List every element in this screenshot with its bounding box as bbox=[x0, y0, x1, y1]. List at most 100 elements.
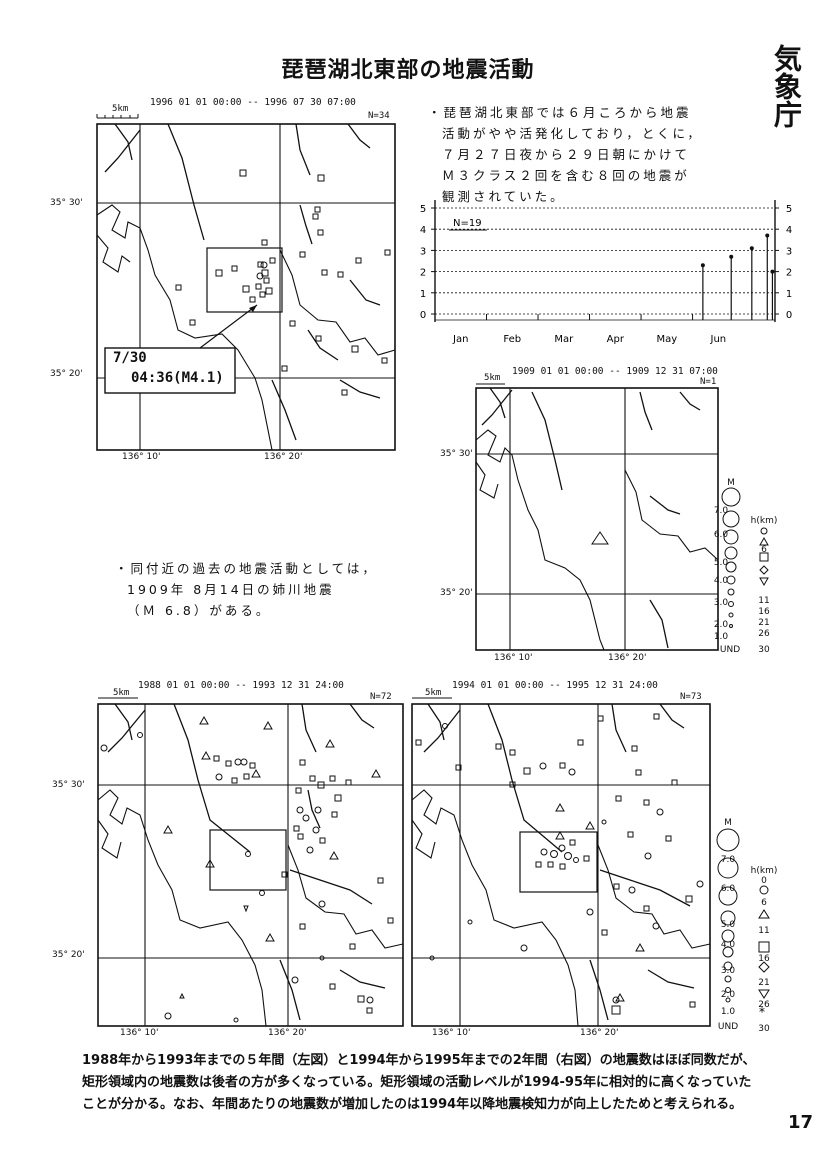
map-left-frame bbox=[97, 703, 404, 1027]
note-recent-line: 観測されていた。 bbox=[442, 189, 566, 204]
legend-lower-h-value: 16 bbox=[758, 954, 770, 964]
note-past-line: ・同付近の過去の地震活動としては， bbox=[115, 561, 378, 576]
chart-y-tick-label: 1 bbox=[786, 289, 792, 300]
callout-box bbox=[104, 347, 236, 394]
legend-lower-M-value: 1.0 bbox=[720, 1007, 736, 1017]
svg-text:*: * bbox=[759, 1005, 765, 1019]
map-left-lat-1: 35° 30' bbox=[52, 780, 85, 790]
note-recent: ・琵琶湖北東部では６月ころから地震 活動がやや活発化しており，とくに， ７月２７… bbox=[428, 102, 768, 207]
legend-lower-M-value: UND bbox=[717, 1022, 739, 1032]
legend-upper-M-value: 3.0 bbox=[713, 598, 729, 608]
callout-event: 04:36(M4.1) bbox=[131, 370, 224, 386]
legend-upper-h-value: 26 bbox=[758, 629, 770, 639]
legend-lower-M-value: 2.0 bbox=[720, 990, 736, 1000]
legend-lower-h-value: 11 bbox=[758, 926, 770, 936]
main-map-frame bbox=[96, 123, 396, 451]
map-right-scale: 5km bbox=[425, 688, 442, 698]
map-right-lon-1: 136° 10' bbox=[432, 1028, 471, 1038]
chart-y-tick-label: 4 bbox=[420, 225, 426, 236]
note-recent-line: ７月２７日夜から２９日朝にかけて bbox=[442, 147, 691, 162]
legend-lower-h-value: 0 bbox=[761, 876, 767, 886]
legend-lower-M-value: 4.0 bbox=[720, 940, 736, 950]
agency-name: 気象庁 bbox=[770, 44, 803, 128]
map-1909-lat-2: 35° 20' bbox=[440, 588, 473, 598]
page-title: 琵琶湖北東部の地震活動 bbox=[281, 58, 535, 83]
chart-event-point bbox=[765, 233, 770, 238]
map-left-events bbox=[100, 715, 394, 1023]
chart-y-tick-label: 1 bbox=[420, 289, 426, 300]
map-right-focus-rect bbox=[519, 831, 598, 893]
chart-y-tick-label: 0 bbox=[420, 310, 426, 321]
map-1909-period: 1909 01 01 00:00 -- 1909 12 31 07:00 bbox=[512, 366, 718, 377]
anegawa-event-marker bbox=[591, 531, 609, 545]
chart-y-tick-label: 3 bbox=[786, 246, 792, 257]
legend-lower-h-value: 30 bbox=[758, 1024, 770, 1034]
page-number: 17 bbox=[788, 1112, 814, 1133]
legend-upper-h-value: 6 bbox=[761, 545, 767, 555]
map-1909-count: N=1 bbox=[700, 377, 717, 387]
main-map-period: 1996 01 01 00:00 -- 1996 07 30 07:00 bbox=[150, 97, 356, 108]
map-left-count: N=72 bbox=[370, 692, 392, 702]
legend-upper-h-title: h(km) bbox=[750, 516, 778, 526]
chart-month-label: Apr bbox=[607, 334, 625, 345]
legend-upper-M-value: UND bbox=[719, 645, 741, 655]
chart-event-point bbox=[749, 246, 754, 251]
main-map-lon-2: 136° 20' bbox=[264, 452, 303, 462]
note-recent-line: ・琵琶湖北東部では６月ころから地震 bbox=[428, 105, 692, 120]
chart-y-tick-label: 3 bbox=[420, 246, 426, 257]
map-left-lon-2: 136° 20' bbox=[268, 1028, 307, 1038]
map-right-lon-2: 136° 20' bbox=[580, 1028, 619, 1038]
map-1909-lon-1: 136° 10' bbox=[494, 653, 533, 663]
callout-pointer bbox=[199, 304, 258, 349]
legend-lower-M-value: 5.0 bbox=[720, 920, 736, 930]
legend-upper-M-value: 6.0 bbox=[713, 530, 729, 540]
main-map-focus-rect bbox=[206, 247, 283, 313]
main-map-lat-1: 35° 30' bbox=[50, 198, 83, 208]
chart-event-point bbox=[729, 254, 734, 259]
legend-lower-M-title: M bbox=[724, 818, 732, 828]
chart-month-label: Jan bbox=[452, 334, 468, 345]
chart-month-label: Mar bbox=[554, 334, 574, 345]
chart-y-tick-label: 4 bbox=[786, 225, 792, 236]
chart-y-tick-label: 2 bbox=[420, 268, 426, 279]
legend-upper-M-value: 4.0 bbox=[713, 576, 729, 586]
map-right-count: N=73 bbox=[680, 692, 702, 702]
legend-upper-h-value: 11 bbox=[758, 596, 770, 606]
note-recent-line: 活動がやや活発化しており，とくに， bbox=[442, 126, 703, 141]
legend-upper-M-value: 5.0 bbox=[713, 558, 729, 568]
main-map-lake-shore bbox=[96, 204, 273, 451]
legend-upper-M-value: 2.0 bbox=[713, 620, 729, 630]
chart-event-point bbox=[700, 263, 705, 268]
chart-month-label: Feb bbox=[503, 334, 521, 345]
chart-month-label: Jun bbox=[710, 334, 727, 345]
legend-upper-h-value: 16 bbox=[758, 607, 770, 617]
note-past-line: 1909年 8月14日の姉川地震 bbox=[127, 582, 335, 597]
chart-event-point bbox=[770, 269, 775, 274]
main-map-count: N=34 bbox=[368, 111, 390, 121]
legend-upper-h-value: 21 bbox=[758, 618, 770, 628]
map-right-period: 1994 01 01 00:00 -- 1995 12 31 24:00 bbox=[452, 680, 658, 691]
legend-upper-M-value: 1.0 bbox=[713, 632, 729, 642]
legend-lower-h-title: h(km) bbox=[750, 866, 778, 876]
map-left-lon-1: 136° 10' bbox=[120, 1028, 159, 1038]
map-1909-scale: 5km bbox=[484, 373, 501, 383]
main-map-scale: 5km bbox=[112, 104, 129, 114]
map-1909-lat-1: 35° 30' bbox=[440, 449, 473, 459]
main-map-events bbox=[175, 169, 391, 396]
legend-upper-M-value: 7.0 bbox=[713, 506, 729, 516]
map-1909-frame bbox=[475, 387, 719, 651]
map-right-events bbox=[415, 713, 704, 1015]
map-left-lat-2: 35° 20' bbox=[52, 950, 85, 960]
map-1909-lon-2: 136° 20' bbox=[608, 653, 647, 663]
note-recent-line: Ｍ３クラス２回を含む８回の地震が bbox=[442, 168, 690, 183]
main-map-lat-2: 35° 20' bbox=[50, 369, 83, 379]
note-past: ・同付近の過去の地震活動としては， 1909年 8月14日の姉川地震 （Ｍ 6.… bbox=[115, 558, 435, 621]
main-map-scale-bar bbox=[96, 114, 139, 119]
chart-y-tick-label: 5 bbox=[786, 204, 792, 215]
chart-y-tick-label: 5 bbox=[420, 204, 426, 215]
